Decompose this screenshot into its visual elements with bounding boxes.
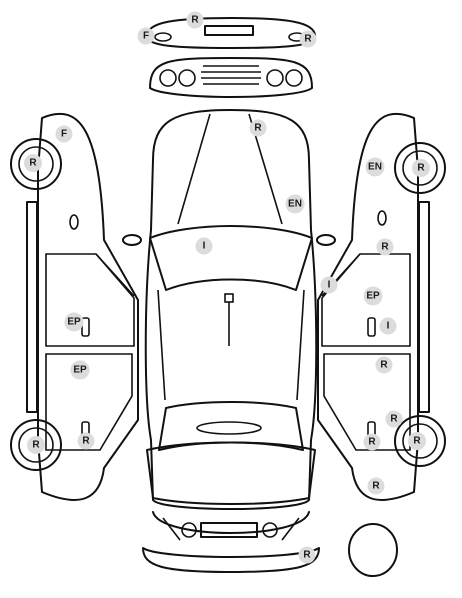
rear-fascia	[152, 511, 310, 541]
svg-text:R: R	[304, 34, 312, 45]
damage-marker[interactable]: R	[363, 433, 381, 451]
right-side-view	[317, 112, 446, 501]
svg-text:I: I	[203, 241, 206, 252]
damage-marker[interactable]: EN	[365, 157, 385, 177]
front-bumper	[146, 17, 316, 49]
damage-marker[interactable]: R	[412, 159, 430, 177]
svg-text:I: I	[328, 280, 331, 291]
svg-text:F: F	[61, 129, 67, 140]
car-body-top	[122, 109, 336, 510]
svg-text:I: I	[387, 321, 390, 332]
damage-marker[interactable]: I	[195, 237, 213, 255]
svg-text:EP: EP	[366, 291, 380, 302]
svg-text:EN: EN	[288, 199, 302, 210]
svg-text:R: R	[390, 414, 398, 425]
damage-marker[interactable]: F	[55, 125, 73, 143]
damage-marker[interactable]: R	[77, 432, 95, 450]
damage-marker[interactable]: R	[298, 546, 316, 564]
svg-text:R: R	[254, 123, 262, 134]
svg-text:R: R	[29, 158, 37, 169]
damage-marker[interactable]: EN	[285, 194, 305, 214]
svg-text:R: R	[380, 360, 388, 371]
damage-marker[interactable]: R	[375, 356, 393, 374]
svg-text:F: F	[143, 31, 149, 42]
damage-markers: R F R R EN I F R EP EP R R EN R R I EP I…	[24, 11, 430, 564]
svg-text:R: R	[303, 550, 311, 561]
left-side-view	[10, 112, 139, 501]
svg-text:R: R	[32, 440, 40, 451]
damage-marker[interactable]: I	[320, 276, 338, 294]
svg-text:R: R	[368, 437, 376, 448]
svg-text:EP: EP	[67, 317, 81, 328]
damage-marker[interactable]: EP	[64, 312, 84, 332]
damage-marker[interactable]: EP	[70, 360, 90, 380]
damage-marker[interactable]: R	[27, 436, 45, 454]
damage-marker[interactable]: R	[367, 477, 385, 495]
damage-marker[interactable]: R	[408, 432, 426, 450]
svg-text:R: R	[413, 436, 421, 447]
svg-text:EP: EP	[73, 365, 87, 376]
svg-text:R: R	[417, 163, 425, 174]
svg-text:R: R	[381, 242, 389, 253]
svg-text:R: R	[82, 436, 90, 447]
svg-text:R: R	[372, 481, 380, 492]
damage-marker[interactable]: R	[24, 154, 42, 172]
damage-marker[interactable]: R	[376, 238, 394, 256]
svg-text:R: R	[191, 15, 199, 26]
damage-marker[interactable]: R	[186, 11, 204, 29]
front-grille	[149, 57, 313, 98]
damage-marker[interactable]: R	[385, 410, 403, 428]
damage-marker[interactable]: R	[299, 30, 317, 48]
damage-marker[interactable]: F	[137, 27, 155, 45]
damage-marker[interactable]: EP	[363, 286, 383, 306]
svg-text:EN: EN	[368, 162, 382, 173]
rear-bumper	[142, 547, 320, 573]
spare-wheel	[348, 523, 398, 577]
damage-marker[interactable]: I	[379, 317, 397, 335]
damage-marker[interactable]: R	[249, 119, 267, 137]
